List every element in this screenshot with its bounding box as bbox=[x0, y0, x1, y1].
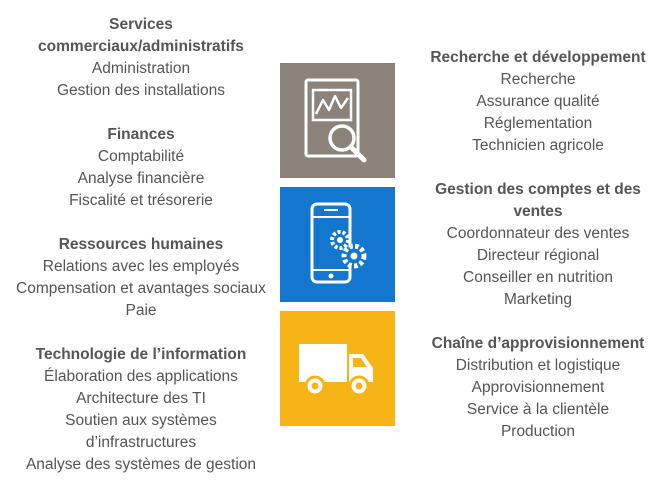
section-business-admin: Services commerciaux/administratifs Admi… bbox=[0, 14, 282, 102]
section-title: Ressources humaines bbox=[58, 236, 224, 253]
tile-mobile-tech bbox=[280, 187, 395, 302]
right-column: Recherche et développement Recherche Ass… bbox=[404, 47, 672, 465]
tile-research bbox=[280, 63, 395, 178]
list-item: Relations avec les employés bbox=[42, 258, 240, 275]
section-human-resources: Ressources humaines Relations avec les e… bbox=[0, 234, 282, 322]
left-column: Services commerciaux/administratifs Admi… bbox=[0, 14, 282, 498]
section-title: Recherche et développement bbox=[430, 49, 646, 66]
section-information-technology: Technologie de l’information Élaboration… bbox=[0, 344, 282, 476]
list-item: Administration bbox=[91, 60, 191, 77]
smartphone-gears-icon bbox=[310, 202, 366, 283]
section-finance: Finances Comptabilité Analyse financière… bbox=[0, 124, 282, 212]
list-item: Compensation et avantages sociaux bbox=[16, 280, 266, 297]
list-item: Réglementation bbox=[483, 115, 593, 132]
list-item: Fiscalité et trésorerie bbox=[69, 192, 213, 209]
list-item: Gestion des installations bbox=[56, 82, 225, 99]
icon-tiles bbox=[280, 63, 395, 435]
section-accounts-sales: Gestion des comptes et des ventes Coordo… bbox=[404, 179, 672, 311]
list-item: Coordonnateur des ventes bbox=[446, 225, 630, 242]
section-research-development: Recherche et développement Recherche Ass… bbox=[404, 47, 672, 157]
section-title: Chaîne d’approvisionnement bbox=[431, 335, 645, 352]
section-title: Services commerciaux/administratifs bbox=[38, 16, 244, 55]
list-item: Service à la clientèle bbox=[466, 401, 610, 418]
list-item: Analyse des systèmes de gestion bbox=[25, 456, 257, 473]
section-title: Finances bbox=[107, 126, 175, 143]
chart-magnifier-icon bbox=[304, 78, 366, 162]
section-title: Gestion des comptes et des ventes bbox=[435, 181, 641, 220]
list-item: Recherche bbox=[500, 71, 576, 88]
list-item: Directeur régional bbox=[476, 247, 600, 264]
list-item: Analyse financière bbox=[77, 170, 205, 187]
list-item: Architecture des TI bbox=[76, 390, 206, 407]
delivery-truck-icon bbox=[298, 343, 373, 396]
list-item: Production bbox=[500, 423, 576, 440]
list-item: Conseiller en nutrition bbox=[463, 269, 613, 286]
list-item: Distribution et logistique bbox=[455, 357, 621, 374]
list-item: Comptabilité bbox=[97, 148, 185, 165]
list-item: Paie bbox=[125, 302, 157, 319]
list-item: Élaboration des applications bbox=[44, 368, 238, 385]
tile-supply-chain bbox=[280, 311, 395, 426]
list-item: Assurance qualité bbox=[476, 93, 600, 110]
list-item: Soutien aux systèmes d’infrastructures bbox=[65, 412, 217, 451]
section-supply-chain: Chaîne d’approvisionnement Distribution … bbox=[404, 333, 672, 443]
list-item: Approvisionnement bbox=[471, 379, 605, 396]
list-item: Technicien agricole bbox=[472, 137, 604, 154]
section-title: Technologie de l’information bbox=[35, 346, 247, 363]
list-item: Marketing bbox=[503, 291, 573, 308]
